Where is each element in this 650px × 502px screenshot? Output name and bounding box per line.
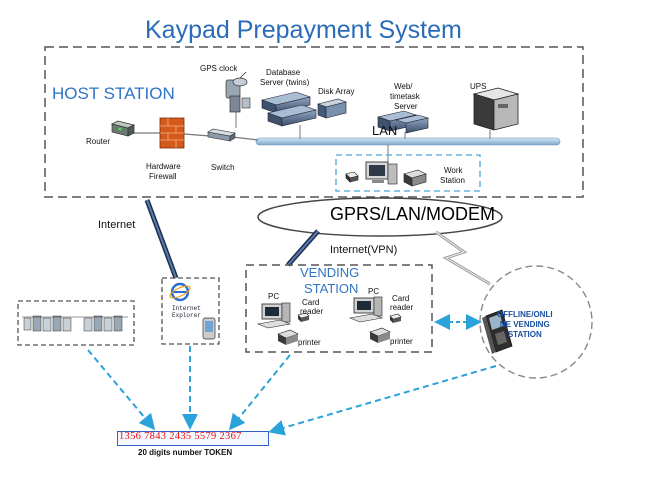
work-station-reader-icon bbox=[345, 171, 359, 183]
disk-array-label: Disk Array bbox=[318, 87, 355, 96]
database-server-icon bbox=[260, 91, 318, 127]
offline-vending-circle bbox=[479, 265, 593, 379]
vending-reader-1-label-1: Card bbox=[302, 298, 320, 307]
host-station-label: HOST STATION bbox=[52, 84, 175, 103]
web-server-label-3: Server bbox=[394, 102, 418, 111]
ups-label: UPS bbox=[470, 82, 487, 91]
vending-reader-1-label-2: reader bbox=[300, 307, 324, 316]
internet-label: Internet bbox=[98, 219, 136, 231]
web-server-label-2: timetask bbox=[390, 92, 420, 101]
gps-clock-icon bbox=[225, 71, 251, 113]
vending-token-arrow bbox=[228, 354, 291, 431]
offline-vending-label: OFFLINE/ONLI NE VENDING STATION bbox=[497, 310, 553, 340]
browser-label-1: Internet bbox=[172, 305, 201, 312]
firewall-icon bbox=[159, 117, 185, 149]
internet-explorer-icon bbox=[169, 282, 191, 302]
pos-terminal-icon bbox=[482, 309, 513, 354]
diagram-title: Kaypad Prepayment System bbox=[145, 16, 462, 44]
vending-printer-1-label: printer bbox=[298, 338, 321, 347]
vending-reader-2-icon bbox=[389, 313, 402, 323]
web-server-label-1: Web/ bbox=[394, 82, 413, 91]
web-server-icon bbox=[376, 110, 430, 134]
vending-printer-1-icon bbox=[277, 329, 299, 345]
internet-vpn-label: Internet(VPN) bbox=[330, 244, 398, 256]
offline-vending-label-3: STATION bbox=[507, 330, 542, 339]
offline-vending-label-1: OFFLINE/ONLI bbox=[497, 310, 553, 319]
database-server-label-1: Database bbox=[266, 68, 301, 77]
browser-label: Internet Explorer bbox=[172, 305, 201, 319]
vending-station-label-2: STATION bbox=[304, 281, 359, 296]
wireless-link-icon bbox=[435, 230, 491, 286]
switch-label: Switch bbox=[211, 163, 235, 172]
vending-station-label: VENDING STATION bbox=[300, 265, 359, 297]
meters-box bbox=[17, 300, 135, 346]
gps-clock-label: GPS clock bbox=[200, 64, 238, 73]
token-caption: 20 digits number TOKEN bbox=[138, 448, 233, 457]
ups-icon bbox=[472, 87, 520, 131]
vending-pc-1-icon bbox=[256, 302, 292, 329]
vending-pc-1-label: PC bbox=[268, 292, 280, 301]
work-station-printer-icon bbox=[403, 169, 427, 187]
work-station-label-1: Work bbox=[444, 166, 463, 175]
mobile-phone-icon bbox=[202, 317, 216, 340]
browser-box bbox=[161, 277, 220, 345]
token-box bbox=[117, 431, 269, 446]
disk-array-icon bbox=[316, 98, 348, 119]
gprs-network-cloud bbox=[257, 197, 503, 237]
vending-station-label-1: VENDING bbox=[300, 265, 360, 280]
vending-printer-2-icon bbox=[369, 327, 391, 343]
work-station-label-2: Station bbox=[440, 176, 465, 185]
vending-pc-2-label: PC bbox=[368, 287, 380, 296]
vending-reader-2-label-2: reader bbox=[390, 303, 414, 312]
meters-token-arrow bbox=[87, 349, 156, 431]
firewall-label-1: Hardware bbox=[146, 162, 181, 171]
work-station-box bbox=[335, 154, 481, 192]
offline-token-arrow bbox=[268, 365, 497, 436]
vending-station-box bbox=[245, 264, 433, 353]
vending-reader-1-icon bbox=[297, 312, 310, 322]
lan-bus bbox=[255, 137, 561, 146]
lan-label: LAN bbox=[372, 123, 398, 138]
host-station-box bbox=[44, 46, 584, 198]
gprs-label: GPRS/LAN/MODEM bbox=[330, 204, 496, 224]
vending-pc-2-icon bbox=[348, 296, 384, 323]
vending-reader-2-label-1: Card bbox=[392, 294, 410, 303]
browser-label-2: Explorer bbox=[172, 312, 201, 319]
router-label: Router bbox=[86, 137, 111, 146]
vending-printer-2-label: printer bbox=[390, 337, 413, 346]
offline-vending-label-2: NE VENDING bbox=[499, 320, 550, 329]
token-value: 1356 7843 2435 5579 2367 bbox=[119, 431, 242, 442]
firewall-label-2: Firewall bbox=[149, 172, 177, 181]
meters-icon bbox=[22, 315, 128, 332]
switch-icon bbox=[207, 128, 236, 142]
work-station-pc-icon bbox=[365, 161, 398, 185]
database-server-label-2: Server (twins) bbox=[260, 78, 310, 87]
router-icon bbox=[110, 120, 136, 137]
